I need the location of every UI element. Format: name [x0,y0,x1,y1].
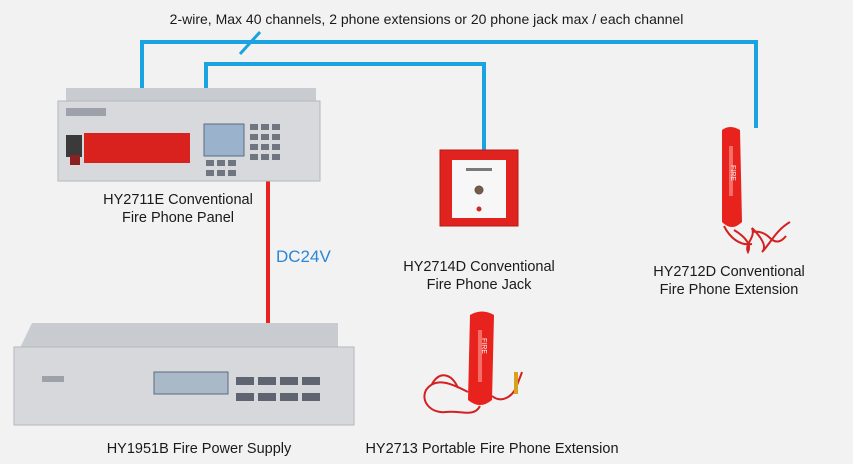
extension-caption-line2: Fire Phone Extension [659,282,799,298]
panel-caption-line1: HY2711E Conventional [103,192,253,208]
svg-text:FIRE: FIRE [729,165,736,181]
bus-wire-inner [204,62,486,150]
power-supply-device [13,323,355,426]
power-voltage-label: DC24V [276,247,331,266]
portable-fire-phone-device: FIRE [423,311,523,414]
jack-caption-line2: Fire Phone Jack [426,277,532,293]
bus-spec-header: 2-wire, Max 40 channels, 2 phone extensi… [169,11,684,27]
portable-caption: HY2713 Portable Fire Phone Extension [365,441,619,457]
fire-phone-panel-device [57,88,321,182]
extension-caption-line1: HY2712D Conventional [653,264,805,280]
svg-text:FIRE: FIRE [480,338,487,354]
fire-phone-jack-device [439,149,519,227]
power-supply-caption: HY1951B Fire Power Supply [106,441,292,457]
wire-count-slash [238,30,262,56]
jack-caption-line1: HY2714D Conventional [403,259,555,275]
panel-caption-line2: Fire Phone Panel [121,210,235,226]
bus-wire-outer [140,40,758,128]
fire-phone-extension-device: FIRE [722,127,791,255]
